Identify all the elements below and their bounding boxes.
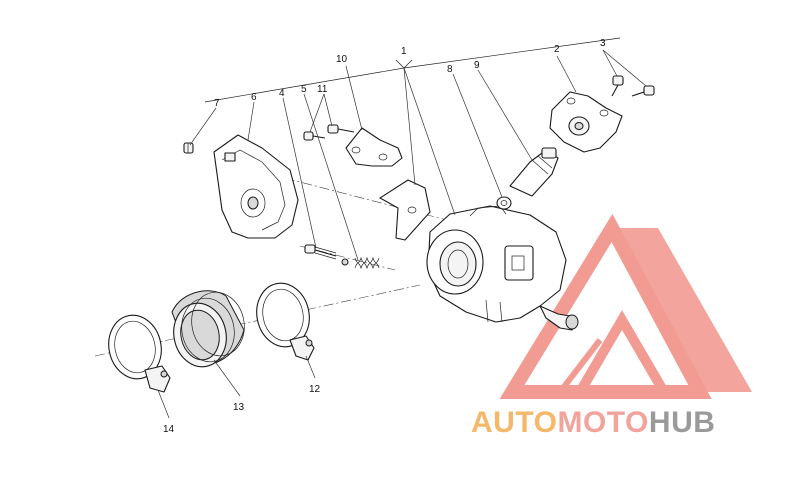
callout-2: 2 — [554, 44, 560, 55]
callout-12: 12 — [309, 384, 321, 395]
leader-lines — [157, 49, 647, 419]
callout-7: 7 — [214, 98, 220, 109]
clamp-part-14 — [108, 314, 171, 393]
screw-part-11b — [327, 124, 355, 134]
callout-10: 10 — [336, 54, 348, 65]
screw-part-4 — [304, 244, 337, 260]
clamp-part-12 — [256, 282, 315, 361]
callout-1: 1 — [401, 46, 407, 57]
callout-5: 5 — [301, 84, 307, 95]
sensor-part-9 — [509, 147, 559, 197]
bracket-part-10 — [345, 127, 403, 167]
watermark-text-auto: AUTO — [471, 406, 557, 439]
mounting-plate — [379, 179, 431, 241]
throttle-body-part-1 — [426, 205, 579, 331]
watermark-text-moto: MOTO — [557, 406, 648, 439]
callout-3: 3 — [600, 38, 606, 49]
callout-labels: 1 2 3 4 5 6 7 8 9 10 11 12 13 14 — [163, 38, 606, 435]
watermark-logo — [499, 213, 752, 399]
screw-part-11a — [303, 131, 326, 141]
callout-14: 14 — [163, 424, 175, 435]
callout-6: 6 — [251, 92, 257, 103]
bolt-part-3a — [611, 75, 624, 97]
watermark-text-hub: HUB — [649, 406, 716, 439]
callout-9: 9 — [474, 60, 480, 71]
callout-4: 4 — [279, 88, 285, 99]
seal-ring-part-8 — [496, 196, 512, 210]
callout-11: 11 — [317, 84, 328, 95]
bolt-part-3b — [631, 85, 655, 97]
cover-part-6 — [213, 134, 299, 239]
bolt-part-7 — [183, 142, 194, 154]
spring-part-5 — [341, 256, 380, 270]
watermark-text: AUTOMOTOHUB — [471, 406, 715, 439]
callout-8: 8 — [447, 64, 453, 75]
callout-13: 13 — [233, 402, 245, 413]
actuator-part-2 — [549, 91, 623, 153]
rubber-sleeve-part-13 — [171, 290, 245, 368]
